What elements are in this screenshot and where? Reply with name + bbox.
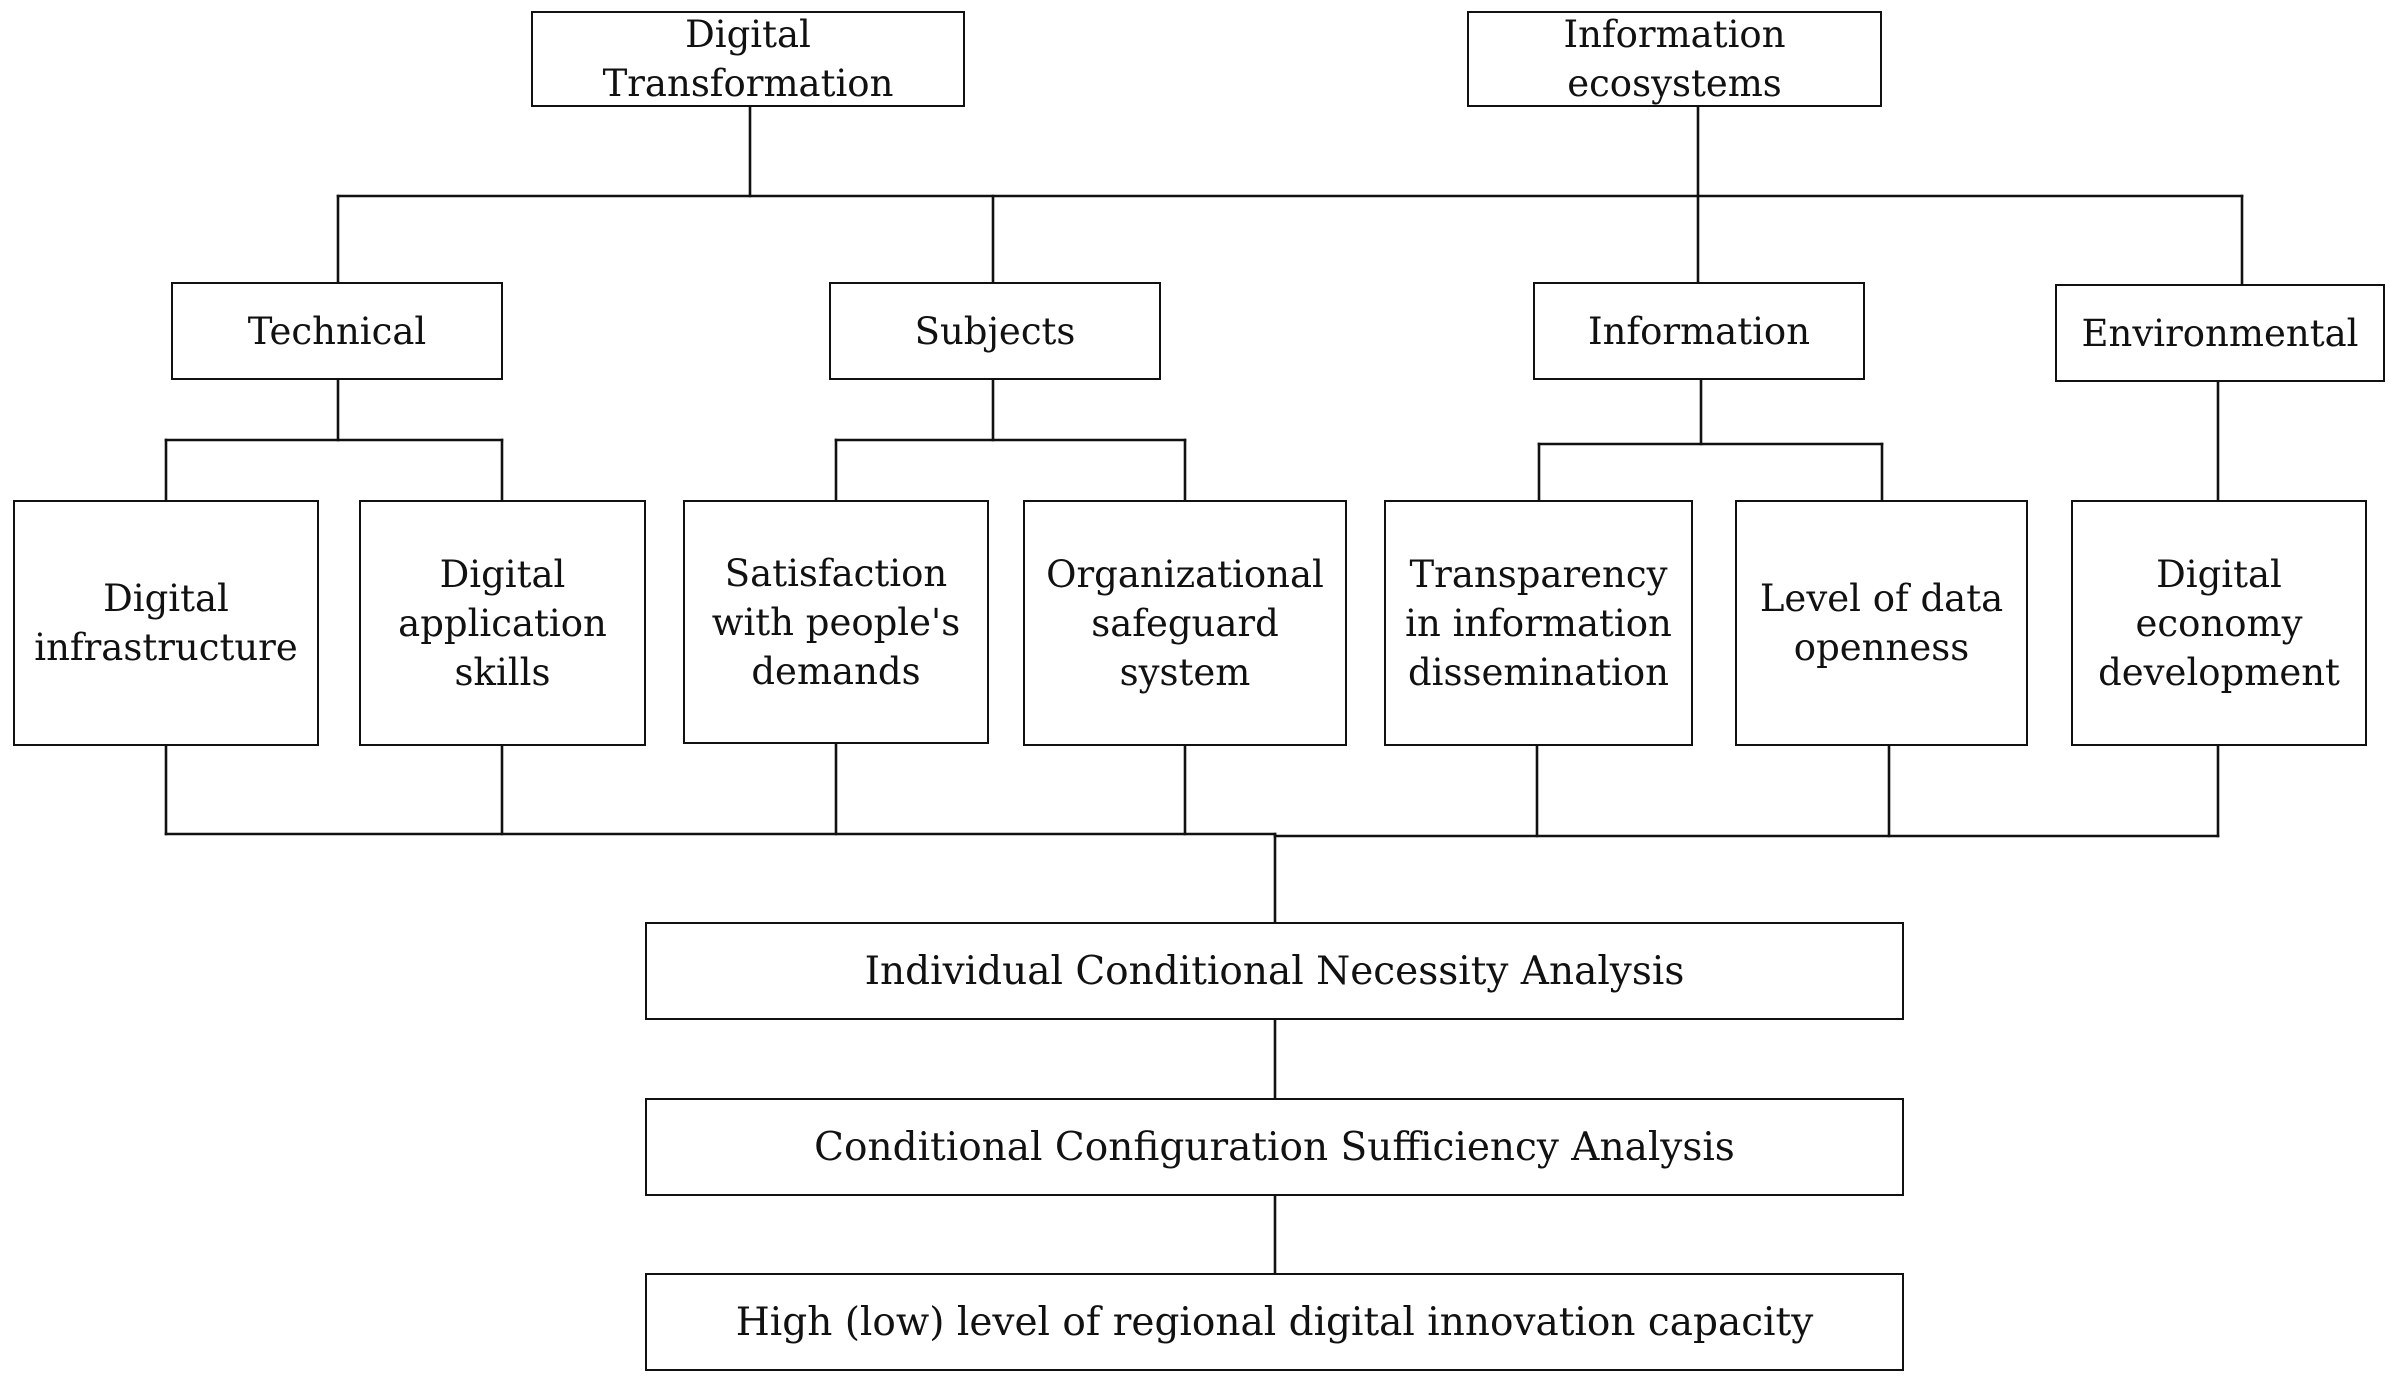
subjects-box: Subjects — [829, 282, 1161, 380]
necessity-analysis-box: Individual Conditional Necessity Analysi… — [645, 922, 1904, 1020]
digital-infrastructure-box: Digital infrastructure — [13, 500, 319, 746]
organizational-safeguard-label: Organizational safeguard system — [1046, 552, 1324, 694]
data-openness-label: Level of data openness — [1759, 577, 2004, 669]
information-box: Information — [1533, 282, 1865, 380]
information-label: Information — [1587, 309, 1811, 353]
digital-application-skills-label: Digital application skills — [398, 552, 607, 694]
outcome-label: High (low) level of regional digital inn… — [735, 1299, 1814, 1345]
data-openness-box: Level of data openness — [1735, 500, 2028, 746]
digital-transformation-box: Digital Transformation — [531, 11, 965, 107]
environmental-box: Environmental — [2055, 284, 2385, 382]
environmental-label: Environmental — [2081, 311, 2359, 355]
transparency-label: Transparency in information disseminatio… — [1405, 552, 1672, 694]
technical-label: Technical — [247, 309, 427, 353]
information-ecosystems-box: Information ecosystems — [1467, 11, 1882, 107]
digital-economy-box: Digital economy development — [2071, 500, 2367, 746]
organizational-safeguard-box: Organizational safeguard system — [1023, 500, 1347, 746]
digital-infrastructure-label: Digital infrastructure — [34, 577, 298, 669]
necessity-analysis-label: Individual Conditional Necessity Analysi… — [864, 948, 1685, 994]
technical-box: Technical — [171, 282, 503, 380]
satisfaction-label: Satisfaction with people's demands — [711, 551, 961, 693]
sufficiency-analysis-label: Conditional Configuration Sufficiency An… — [814, 1124, 1735, 1170]
subjects-label: Subjects — [914, 309, 1076, 353]
digital-application-skills-box: Digital application skills — [359, 500, 646, 746]
sufficiency-analysis-box: Conditional Configuration Sufficiency An… — [645, 1098, 1904, 1196]
digital-economy-label: Digital economy development — [2098, 552, 2340, 694]
information-ecosystems-label: Information ecosystems — [1563, 13, 1786, 105]
outcome-box: High (low) level of regional digital inn… — [645, 1273, 1904, 1371]
digital-transformation-label: Digital Transformation — [602, 13, 894, 105]
transparency-box: Transparency in information disseminatio… — [1384, 500, 1693, 746]
satisfaction-box: Satisfaction with people's demands — [683, 500, 989, 744]
